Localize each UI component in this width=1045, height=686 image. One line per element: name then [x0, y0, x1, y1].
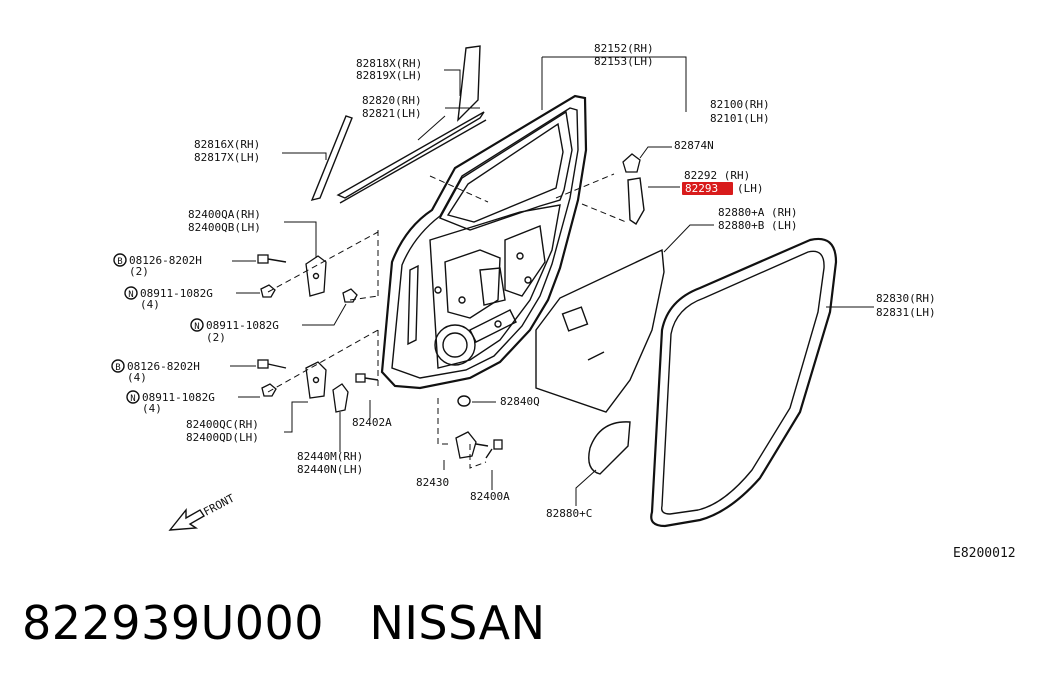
bolt-marker-2: B	[111, 359, 125, 373]
label-82400qc: 82400QC(RH)	[186, 418, 259, 431]
part-caption: 822939U000 NISSAN	[22, 596, 546, 650]
part-number: 822939U000	[22, 596, 325, 650]
lock-assembly	[455, 431, 489, 459]
nut-lower-n	[261, 383, 277, 397]
label-82400a: 82400A	[470, 490, 510, 503]
label-nut-lower-qty: (4)	[142, 402, 162, 415]
bolt-upper-b	[257, 254, 287, 264]
label-bolt-lower-qty: (4)	[127, 371, 147, 384]
sash-molding-rear	[457, 45, 481, 122]
label-82100: 82100(RH)	[710, 98, 770, 111]
nut-marker-2: N	[190, 318, 204, 332]
label-82817x: 82817X(LH)	[194, 151, 260, 164]
label-nut-mid-qty: (2)	[206, 331, 226, 344]
door-panel	[380, 94, 588, 390]
nut-marker-1: N	[124, 286, 138, 300]
sash-molding-front	[310, 115, 353, 202]
label-82402a: 82402A	[352, 416, 392, 429]
label-nut-upper-qty: (4)	[140, 298, 160, 311]
bolt-marker-1: B	[113, 253, 127, 267]
label-nut-mid-code: 08911-1082G	[206, 319, 279, 332]
leader-lines	[230, 56, 874, 506]
nut-marker-3: N	[126, 390, 140, 404]
label-82292: 82292 (RH)	[684, 169, 750, 182]
label-82430: 82430	[416, 476, 449, 489]
label-bolt-lower-code: 08126-8202H	[127, 360, 200, 373]
label-82840q: 82840Q	[500, 395, 540, 408]
bolt-82400a	[485, 439, 503, 459]
label-82816x: 82816X(RH)	[194, 138, 260, 151]
label-82400qb: 82400QB(LH)	[188, 221, 261, 234]
highlight-box-82293	[682, 182, 733, 195]
label-82440n: 82440N(LH)	[297, 463, 363, 476]
label-82818x: 82818X(RH)	[356, 57, 422, 70]
label-82830: 82830(RH)	[876, 292, 936, 305]
check-link	[332, 383, 349, 413]
label-82152: 82152(RH)	[594, 42, 654, 55]
label-ref-code: E8200012	[953, 546, 1016, 561]
front-arrow: FRONT	[168, 491, 237, 531]
label-82400qa: 82400QA(RH)	[188, 208, 261, 221]
bolt-82402a	[355, 373, 379, 383]
label-82440m: 82440M(RH)	[297, 450, 363, 463]
svg-text:B: B	[115, 363, 120, 373]
label-82400qd: 82400QD(LH)	[186, 431, 259, 444]
label-nut-upper-code: 08911-1082G	[140, 287, 213, 300]
svg-text:N: N	[128, 290, 133, 300]
svg-text:FRONT: FRONT	[201, 491, 237, 518]
bolt-lower-b	[257, 359, 287, 369]
door-weatherstrip	[650, 237, 838, 528]
sealing-screen	[535, 248, 665, 413]
label-bolt-upper-code: 08126-8202H	[129, 254, 202, 267]
label-82880a: 82880+A (RH)	[718, 206, 797, 219]
hole-cover-c	[588, 421, 631, 475]
nut-upper-n	[260, 284, 276, 298]
hinge-lower	[305, 361, 327, 399]
label-82831: 82831(LH)	[876, 306, 936, 319]
label-82293: 82293	[685, 182, 718, 195]
label-82874n: 82874N	[674, 139, 714, 152]
mirror-base-piece	[627, 177, 645, 225]
label-82101: 82101(LH)	[710, 112, 770, 125]
brand-name: NISSAN	[369, 596, 546, 650]
label-82819x: 82819X(LH)	[356, 69, 422, 82]
svg-text:N: N	[130, 394, 135, 404]
caption-gap	[324, 596, 369, 650]
label-82880c: 82880+C	[546, 507, 592, 520]
svg-text:B: B	[117, 257, 122, 267]
label-82153: 82153(LH)	[594, 55, 654, 68]
label-82821: 82821(LH)	[362, 107, 422, 120]
label-82820: 82820(RH)	[362, 94, 422, 107]
nut-mid-n	[342, 288, 358, 303]
svg-text:N: N	[194, 322, 199, 332]
plug-82840q	[457, 395, 471, 407]
label-82293-side: (LH)	[737, 182, 764, 195]
window-channel-strip	[336, 111, 487, 204]
label-82880b: 82880+B (LH)	[718, 219, 797, 232]
label-nut-lower-code: 08911-1082G	[142, 391, 215, 404]
label-bolt-upper-qty: (2)	[129, 265, 149, 278]
grommet-82874n	[622, 153, 641, 173]
